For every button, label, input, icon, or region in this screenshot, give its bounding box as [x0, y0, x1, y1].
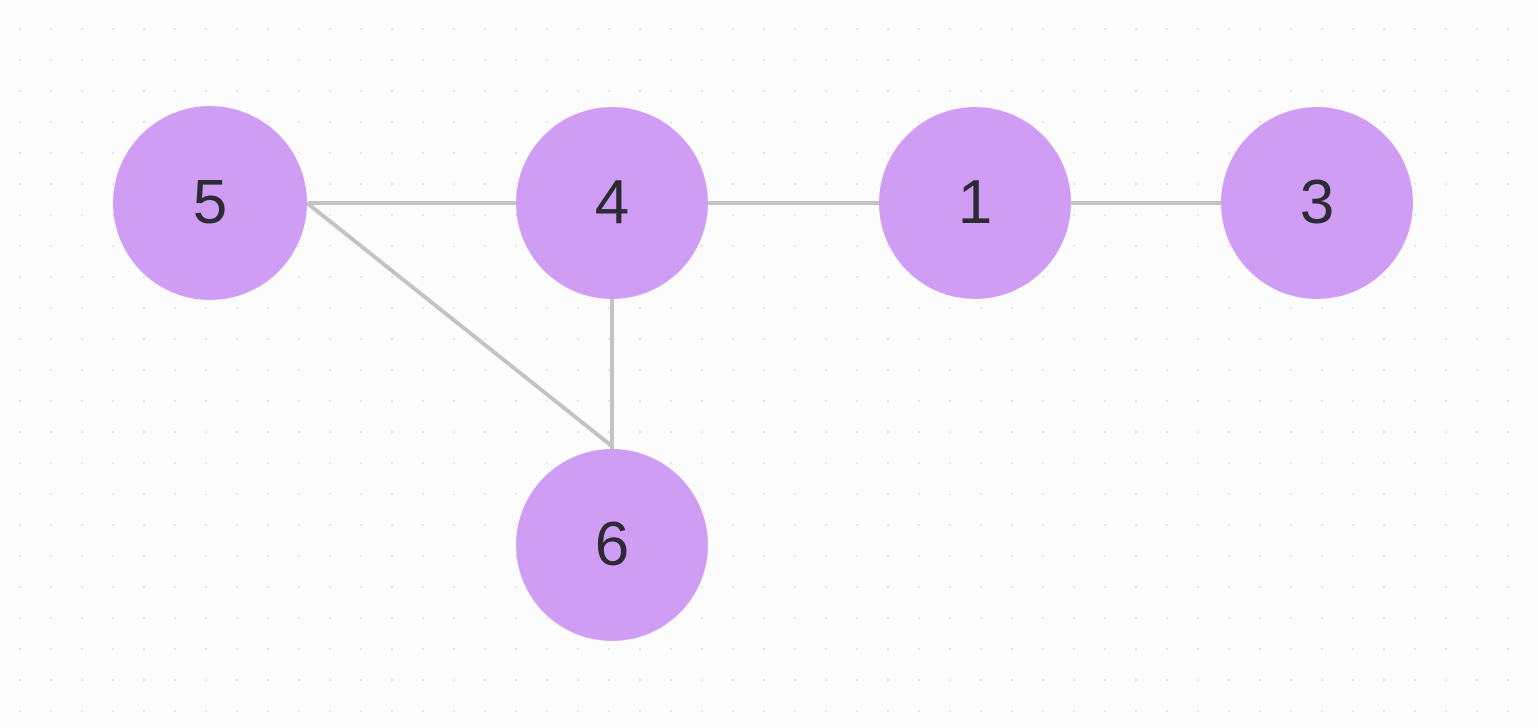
graph-node-5[interactable]: 5 — [113, 106, 307, 300]
graph-node-label-6: 6 — [594, 510, 630, 579]
graph-node-4[interactable]: 4 — [516, 107, 708, 299]
graph-node-6[interactable]: 6 — [516, 449, 708, 641]
graph-node-label-1: 1 — [957, 168, 993, 237]
graph-node-label-3: 3 — [1299, 168, 1335, 237]
graph-node-1[interactable]: 1 — [879, 107, 1071, 299]
graph-node-label-4: 4 — [594, 168, 630, 237]
graph-node-3[interactable]: 3 — [1221, 107, 1413, 299]
graph-node-label-5: 5 — [192, 168, 228, 237]
